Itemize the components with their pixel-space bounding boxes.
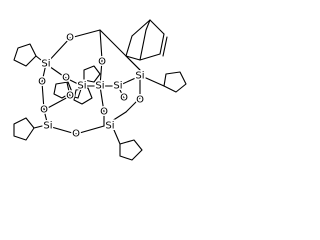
oxygen-atom: O <box>72 129 80 140</box>
silicon-atom: Si <box>135 71 144 82</box>
bond <box>41 63 47 83</box>
cyclopentyl-ring <box>83 65 101 83</box>
silicon-atom: Si <box>95 81 104 92</box>
silicon-atom: Si <box>77 81 86 92</box>
norbornenyl-group <box>125 19 168 71</box>
cage-bonds <box>41 29 141 135</box>
bond <box>69 29 101 39</box>
oxygen-atom: O <box>66 33 74 44</box>
cyclopentyl-groups <box>13 43 187 161</box>
bond <box>145 77 165 87</box>
bond <box>77 85 83 99</box>
bond <box>75 125 105 135</box>
double-bond-line <box>162 36 168 57</box>
bond <box>41 81 45 111</box>
oxygen-atom: O <box>62 73 70 84</box>
bond <box>45 37 71 65</box>
bond <box>103 111 127 127</box>
oxygen-atom: O <box>98 57 106 68</box>
cyclopentyl-ring <box>13 43 37 67</box>
oxygen-atom: O <box>136 95 144 106</box>
oxygen-atom: O <box>120 93 128 104</box>
bond <box>113 129 121 145</box>
bond <box>35 55 47 65</box>
bond <box>125 97 141 113</box>
bond <box>99 85 105 113</box>
silicon-atom: Si <box>43 121 52 132</box>
polyhedral-oligomeric-silsesquioxane-structure: O Si O O Si Si Si O Si O O O O O Si O Si <box>13 19 187 161</box>
cyclopentyl-ring <box>53 81 73 99</box>
bond <box>125 35 133 57</box>
bond <box>139 29 147 61</box>
bond <box>139 53 161 61</box>
oxygen-atom: O <box>66 91 74 102</box>
cyclopentyl-ring <box>119 139 143 161</box>
atom-labels: O Si O O Si Si Si O Si O O O O O Si O Si <box>37 31 147 141</box>
silicon-atom: Si <box>113 81 122 92</box>
silicon-atom: Si <box>105 121 114 132</box>
bond <box>125 55 141 61</box>
oxygen-atom: O <box>40 105 48 116</box>
bond <box>149 19 165 35</box>
bond <box>43 109 49 127</box>
cyclopentyl-ring <box>73 87 93 105</box>
bond <box>65 77 83 87</box>
bond <box>47 125 77 135</box>
oxygen-atom: O <box>100 107 108 118</box>
bond <box>159 33 165 55</box>
bond <box>125 55 141 71</box>
bond <box>99 29 103 61</box>
bond <box>131 19 151 37</box>
bond <box>43 95 71 111</box>
cyclopentyl-ring <box>13 117 35 141</box>
bond <box>99 59 103 87</box>
bond <box>45 63 67 79</box>
bond <box>117 75 141 87</box>
bond <box>69 95 79 99</box>
cyclopentyl-ring <box>163 71 187 93</box>
bond <box>33 125 43 129</box>
silicon-atom: Si <box>41 59 50 70</box>
bond <box>117 85 125 99</box>
oxygen-atom: O <box>38 77 46 88</box>
bond <box>145 19 151 31</box>
